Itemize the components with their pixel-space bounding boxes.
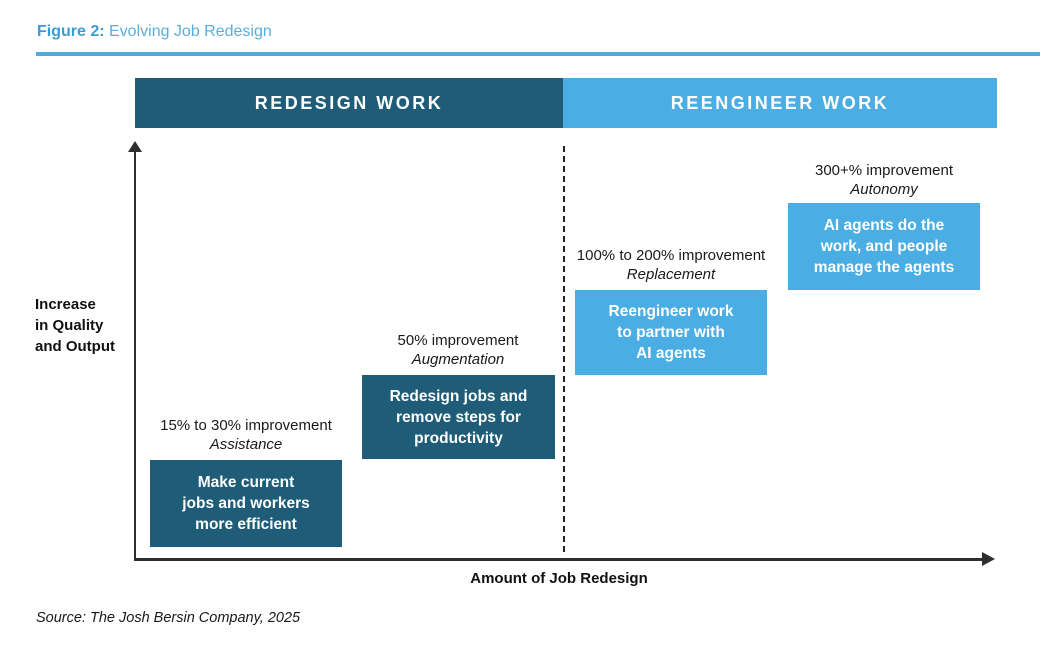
header-redesign-work: REDESIGN WORK bbox=[135, 78, 563, 128]
stage-label-augmentation: 50% improvement Augmentation bbox=[328, 331, 588, 369]
stage-box-autonomy: AI agents do the work, and people manage… bbox=[788, 203, 980, 290]
x-axis-arrow-icon bbox=[982, 552, 995, 566]
stage-label-replacement: 100% to 200% improvement Replacement bbox=[541, 246, 801, 284]
header-reengineer-label: REENGINEER WORK bbox=[670, 92, 890, 113]
stage-improvement: 50% improvement bbox=[397, 332, 519, 349]
y-axis-arrow-icon bbox=[128, 141, 142, 152]
stage-name: Assistance bbox=[209, 436, 283, 453]
stage-box-augmentation: Redesign jobs and remove steps for produ… bbox=[362, 375, 555, 459]
stage-improvement: 100% to 200% improvement bbox=[576, 247, 766, 264]
y-axis-label: Increase in Quality and Output bbox=[35, 296, 115, 355]
stage-name: Augmentation bbox=[411, 351, 505, 368]
stage-box-replacement: Reengineer work to partner with AI agent… bbox=[575, 290, 767, 375]
title-underline bbox=[36, 52, 1040, 56]
figure-title-text: Evolving Job Redesign bbox=[104, 23, 272, 40]
figure-title: Figure 2: Evolving Job Redesign bbox=[37, 23, 272, 41]
stage-box-assistance: Make current jobs and workers more effic… bbox=[150, 460, 342, 547]
header-redesign-label: REDESIGN WORK bbox=[254, 92, 444, 113]
stage-improvement: 300+% improvement bbox=[815, 162, 953, 179]
header-reengineer-work: REENGINEER WORK bbox=[563, 78, 997, 128]
source-attribution: Source: The Josh Bersin Company, 2025 bbox=[36, 610, 301, 626]
stage-improvement: 15% to 30% improvement bbox=[160, 417, 332, 434]
figure-number: Figure 2: bbox=[37, 23, 105, 40]
x-axis-line bbox=[134, 558, 983, 561]
y-axis-line bbox=[134, 151, 136, 560]
stage-name: Autonomy bbox=[850, 181, 918, 198]
x-axis-label: Amount of Job Redesign bbox=[470, 570, 648, 587]
section-divider-dashed-line bbox=[563, 146, 565, 552]
stage-name: Replacement bbox=[626, 266, 716, 283]
stage-label-assistance: 15% to 30% improvement Assistance bbox=[116, 416, 376, 454]
stage-label-autonomy: 300+% improvement Autonomy bbox=[754, 161, 1014, 199]
